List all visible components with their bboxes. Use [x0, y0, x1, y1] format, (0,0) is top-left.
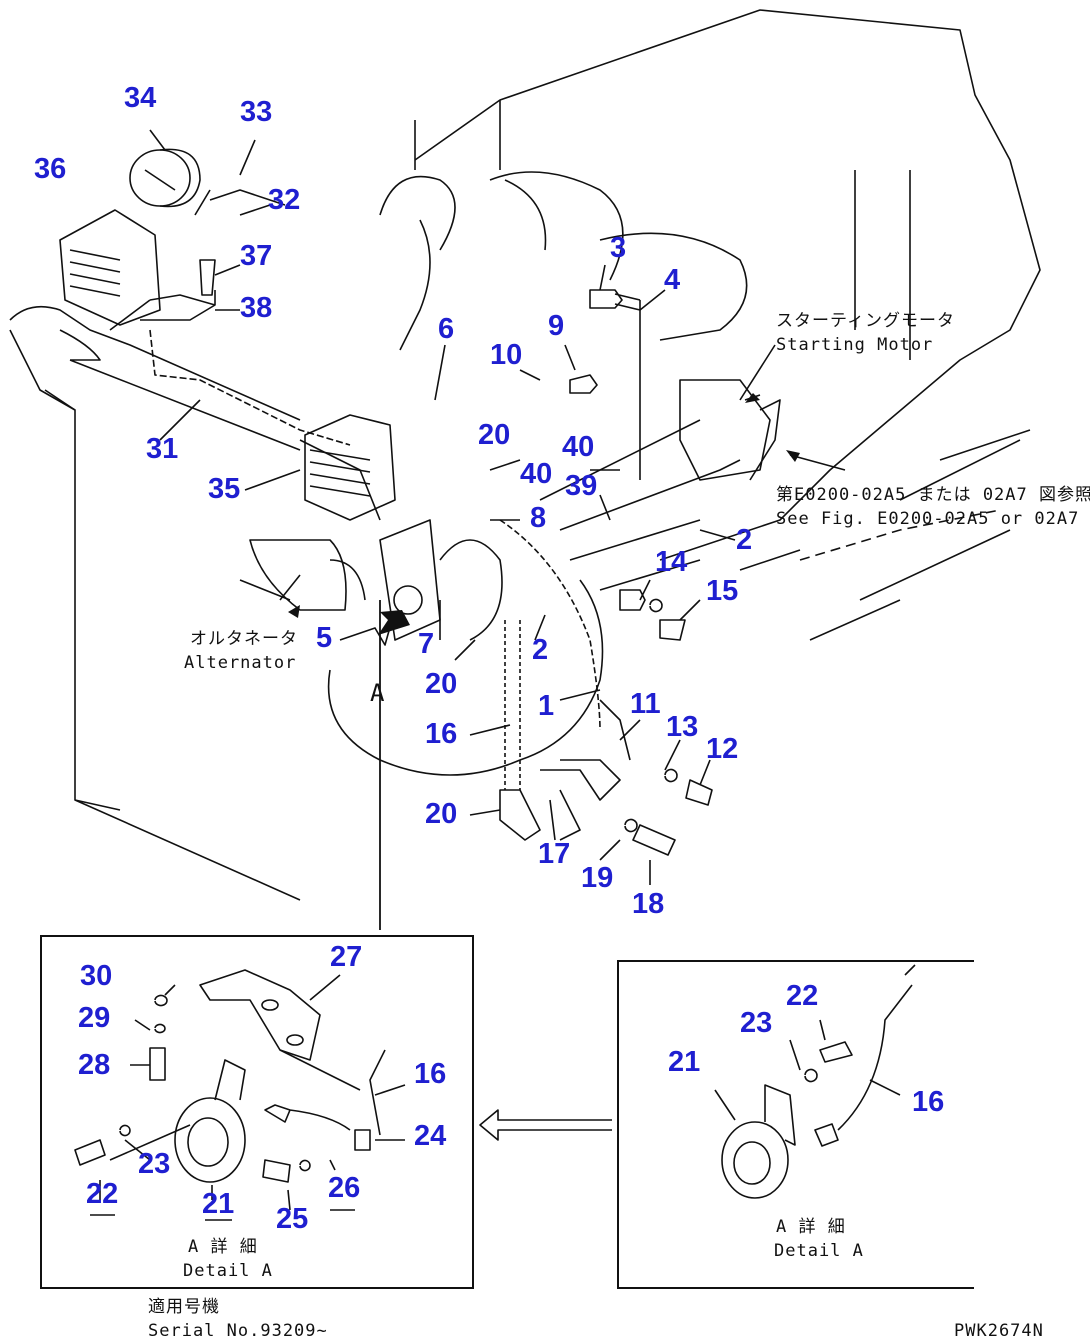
callout-21-left: 21	[202, 1188, 235, 1220]
callout-40a: 40	[562, 431, 595, 463]
callout-19: 19	[581, 862, 614, 894]
detail-a-label-jp-right: A 詳 細	[776, 1217, 846, 1237]
callout-36: 36	[34, 153, 67, 185]
callout-15: 15	[706, 575, 739, 607]
callout-10: 10	[490, 339, 523, 371]
see-fig-label-en: See Fig. E0200-02A5 or 02A7	[776, 509, 1080, 529]
callout-16: 16	[425, 718, 458, 750]
callout-16-left: 16	[414, 1058, 447, 1090]
starting-motor-label-en: Starting Motor	[776, 335, 934, 355]
serial-label-jp: 適用号機	[148, 1297, 220, 1317]
engine-outline	[414, 9, 1041, 561]
callout-18: 18	[632, 888, 665, 920]
callout-26: 26	[328, 1172, 361, 1204]
callout-7: 7	[418, 628, 435, 660]
harness-1	[499, 519, 601, 731]
callout-1: 1	[538, 690, 555, 722]
horn-21-right	[721, 1121, 789, 1199]
callout-23-left: 23	[138, 1148, 171, 1180]
callout-2a: 2	[736, 524, 753, 556]
bracket-27	[199, 969, 321, 1061]
callout-8: 8	[530, 502, 547, 534]
callout-22-left: 22	[86, 1178, 119, 1210]
callout-13: 13	[666, 711, 699, 743]
detail-a-box-right	[617, 960, 974, 1289]
callout-31: 31	[146, 433, 179, 465]
callout-20a: 20	[478, 419, 511, 451]
callout-2b: 2	[532, 634, 549, 666]
callout-6: 6	[438, 313, 455, 345]
see-fig-label-jp: 第E0200-02A5 または 02A7 図参照	[776, 485, 1090, 505]
callout-32: 32	[268, 184, 301, 216]
starting-motor	[679, 379, 771, 481]
horn-21-left	[174, 1097, 246, 1183]
callout-22-right: 22	[786, 980, 819, 1012]
callout-5: 5	[316, 622, 333, 654]
alternator-label-en: Alternator	[184, 653, 297, 673]
callout-20c: 20	[425, 798, 458, 830]
drawing-code: PWK2674N	[954, 1321, 1044, 1341]
callout-30: 30	[80, 960, 113, 992]
callout-29: 29	[78, 1002, 111, 1034]
callout-4: 4	[664, 264, 681, 296]
callout-40b: 40	[520, 458, 553, 490]
callout-25: 25	[276, 1203, 309, 1235]
callout-33: 33	[240, 96, 273, 128]
horn-34	[129, 149, 191, 207]
callout-16-right: 16	[912, 1086, 945, 1118]
callout-35: 35	[208, 473, 241, 505]
serial-label-en: Serial No.93209~	[148, 1321, 328, 1341]
callout-34: 34	[124, 82, 157, 114]
detail-a-label-jp-left: A 詳 細	[188, 1237, 258, 1257]
starting-motor-label-jp: スターティングモータ	[776, 311, 955, 331]
detail-a-label-en-left: Detail A	[183, 1261, 273, 1281]
detail-a-label-en-right: Detail A	[774, 1241, 864, 1261]
callout-39: 39	[565, 470, 598, 502]
callout-12: 12	[706, 733, 739, 765]
callout-37: 37	[240, 240, 273, 272]
callout-3: 3	[610, 232, 627, 264]
callout-38: 38	[240, 292, 273, 324]
view-arrow	[479, 1109, 612, 1141]
alternator-label-jp: オルタネータ	[190, 629, 298, 649]
alternator	[249, 539, 347, 611]
work-lamp-36	[59, 209, 161, 326]
callout-27: 27	[330, 941, 363, 973]
harness-31	[149, 329, 351, 446]
view-a-arrow	[378, 610, 410, 635]
callout-24: 24	[414, 1120, 447, 1152]
callout-28: 28	[78, 1049, 111, 1081]
callout-20b: 20	[425, 668, 458, 700]
callout-9: 9	[548, 310, 565, 342]
callout-17: 17	[538, 838, 571, 870]
callout-11: 11	[630, 688, 661, 720]
callout-14: 14	[655, 546, 688, 578]
callout-21-right: 21	[668, 1046, 701, 1078]
callout-23-right: 23	[740, 1007, 773, 1039]
work-lamp-35	[304, 414, 396, 521]
detail-a-box-left	[40, 935, 474, 1289]
view-a-marker: A	[370, 679, 386, 707]
